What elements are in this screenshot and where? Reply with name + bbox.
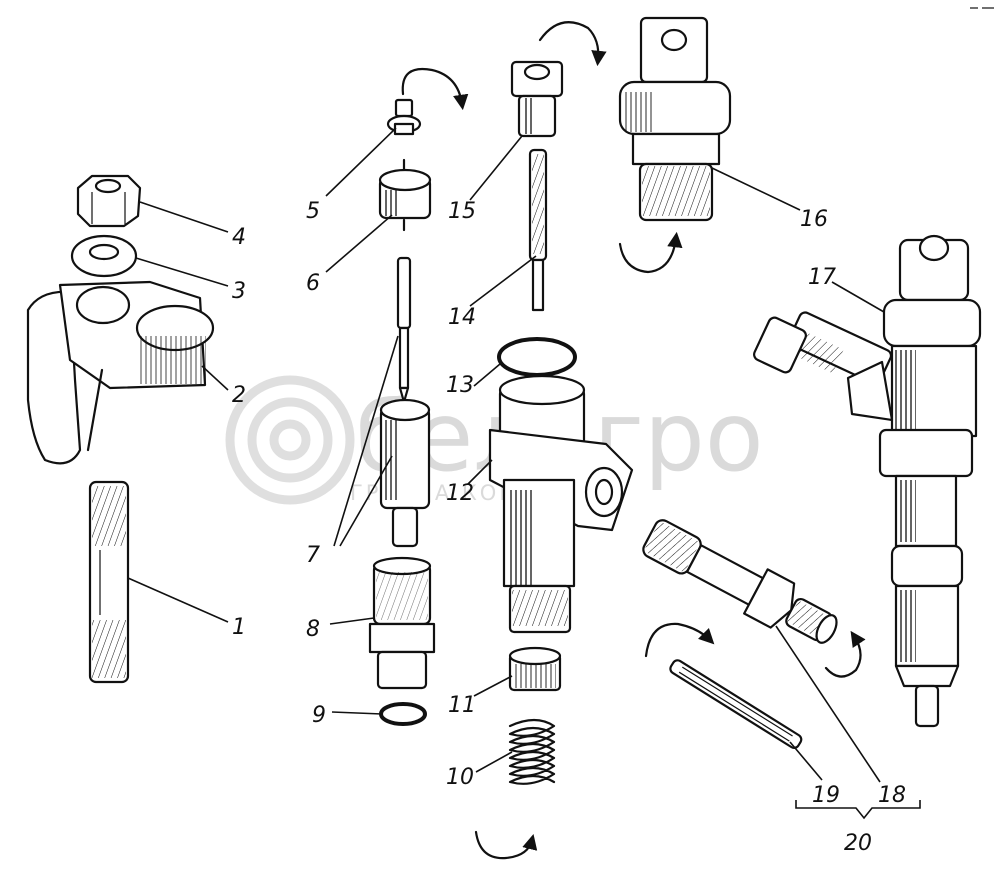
part-10-spring: [508, 718, 556, 785]
part-1-stud: [88, 480, 130, 684]
callout-16: 16: [800, 207, 828, 232]
callout-14: 14: [448, 305, 476, 330]
part-18-filter-pipe: [642, 519, 838, 644]
part-7-needle: [379, 256, 431, 548]
part-8-sleeve: [368, 556, 436, 690]
rotation-arrow-icon: [474, 830, 538, 860]
part-13-seal-ring: [497, 337, 577, 377]
callout-1: 1: [232, 615, 246, 640]
rotation-arrow-icon: [538, 21, 607, 67]
callout-12: 12: [446, 481, 474, 506]
part-2-bracket: [26, 280, 215, 465]
watermark-logo-icon: [225, 375, 355, 505]
callout-11: 11: [448, 693, 476, 718]
part-15-small-nut: [510, 60, 564, 138]
callout-10: 10: [446, 765, 474, 790]
part-19-filter-rod: [669, 659, 803, 749]
callout-13: 13: [446, 373, 474, 398]
part-5-cap: [386, 98, 422, 136]
part-12-body: [488, 374, 634, 634]
leader-lines: [127, 127, 921, 820]
callout-8: 8: [306, 617, 320, 642]
part-4-nut: [76, 174, 142, 228]
part-16-fitting: [618, 16, 732, 222]
rotation-arrows: [401, 21, 866, 860]
callout-3: 3: [232, 279, 246, 304]
rotation-arrow-icon: [644, 622, 715, 658]
callout-18: 18: [878, 783, 906, 808]
callout-19: 19: [812, 783, 840, 808]
rotation-arrow-icon: [618, 231, 683, 274]
callout-6: 6: [306, 271, 320, 296]
callout-4: 4: [232, 225, 246, 250]
part-9-ring: [379, 702, 427, 726]
part-17-injector: [753, 234, 982, 728]
callout-5: 5: [306, 199, 320, 224]
part-14-rod: [528, 148, 548, 312]
callout-17: 17: [808, 265, 836, 290]
part-6-valve-cup: [378, 158, 432, 232]
callout-15: 15: [448, 199, 476, 224]
callout-2: 2: [232, 383, 246, 408]
part-3-washer: [70, 234, 138, 278]
callout-labels: 1 2 3 4 5 6 7 8 9 10 11 12 13 14 15 16 1…: [232, 199, 906, 856]
callout-20: 20: [844, 831, 872, 856]
rotation-arrow-icon: [401, 67, 469, 111]
rotation-arrow-icon: [824, 630, 866, 678]
callout-7: 7: [306, 543, 320, 568]
part-11-bushing: [508, 646, 562, 692]
callout-9: 9: [312, 703, 326, 728]
